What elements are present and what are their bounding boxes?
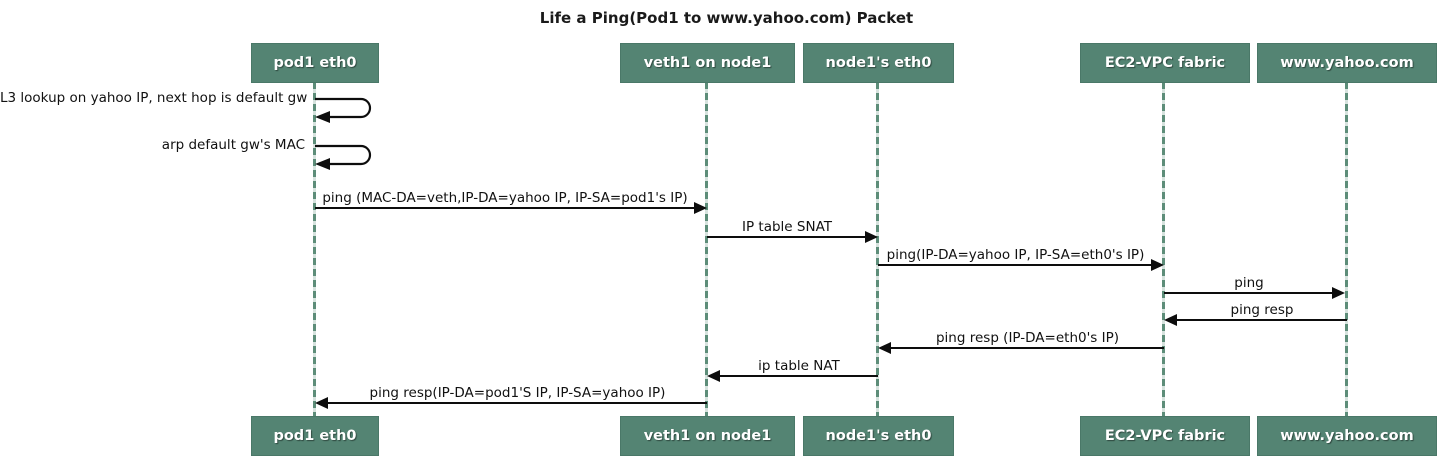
message-8-line [891,347,1164,349]
actor-header-yahoo[interactable]: www.yahoo.com [1257,43,1437,83]
actor-footer-pod1[interactable]: pod1 eth0 [251,416,379,456]
message-6-line [1164,292,1334,294]
message-10-line [328,402,707,404]
actor-header-ec2[interactable]: EC2-VPC fabric [1080,43,1250,83]
actor-header-ec2-label: EC2-VPC fabric [1104,55,1226,71]
actor-header-eth0[interactable]: node1's eth0 [803,43,954,83]
message-3-arrowhead [694,202,707,214]
actor-header-veth1[interactable]: veth1 on node1 [620,43,795,83]
message-9-line [720,375,878,377]
message-10-label: ping resp(IP-DA=pod1'S IP, IP-SA=yahoo I… [369,385,666,401]
message-4-line [707,236,867,238]
message-5-line [878,264,1153,266]
page-title: Life a Ping(Pod1 to www.yahoo.com) Packe… [539,9,914,27]
message-9-label: ip table NAT [758,358,840,374]
actor-footer-pod1-label: pod1 eth0 [273,428,357,444]
message-2-label: arp default gw's MAC [161,137,305,153]
actor-header-yahoo-label: www.yahoo.com [1280,55,1414,71]
message-1-label: L3 lookup on yahoo IP, next hop is defau… [0,90,308,106]
message-9-arrowhead [707,370,720,382]
message-4-label: IP table SNAT [742,219,832,235]
actor-header-eth0-label: node1's eth0 [825,55,932,71]
message-7-line [1177,319,1347,321]
message-10-arrowhead [315,397,328,409]
message-8-label: ping resp (IP-DA=eth0's IP) [935,330,1120,346]
actor-footer-eth0-label: node1's eth0 [825,428,932,444]
actor-footer-ec2-label: EC2-VPC fabric [1104,428,1226,444]
actor-header-veth1-label: veth1 on node1 [643,55,772,71]
message-8-arrowhead [878,342,891,354]
lifeline-eth0 [876,82,879,418]
message-3-label: ping (MAC-DA=veth,IP-DA=yahoo IP, IP-SA=… [322,190,688,206]
message-3-line [315,207,695,209]
message-5-arrowhead [1151,259,1164,271]
lifeline-yahoo [1345,82,1348,418]
actor-footer-veth1[interactable]: veth1 on node1 [620,416,795,456]
lifeline-pod1 [313,82,316,418]
message-7-label: ping resp [1230,302,1294,318]
actor-footer-eth0[interactable]: node1's eth0 [803,416,954,456]
actor-footer-yahoo[interactable]: www.yahoo.com [1257,416,1437,456]
message-6-label: ping [1234,275,1264,291]
message-7-arrowhead [1164,314,1177,326]
actor-footer-ec2[interactable]: EC2-VPC fabric [1080,416,1250,456]
actor-footer-yahoo-label: www.yahoo.com [1280,428,1414,444]
message-5-label: ping(IP-DA=yahoo IP, IP-SA=eth0's IP) [886,247,1145,263]
actor-footer-veth1-label: veth1 on node1 [643,428,772,444]
message-6-arrowhead [1332,287,1345,299]
message-2-selfloop [313,139,375,171]
message-1-selfloop [313,92,375,124]
lifeline-veth1 [705,82,708,418]
actor-header-pod1-label: pod1 eth0 [273,55,357,71]
actor-header-pod1[interactable]: pod1 eth0 [251,43,379,83]
message-4-arrowhead [865,231,878,243]
lifeline-ec2 [1162,82,1165,418]
